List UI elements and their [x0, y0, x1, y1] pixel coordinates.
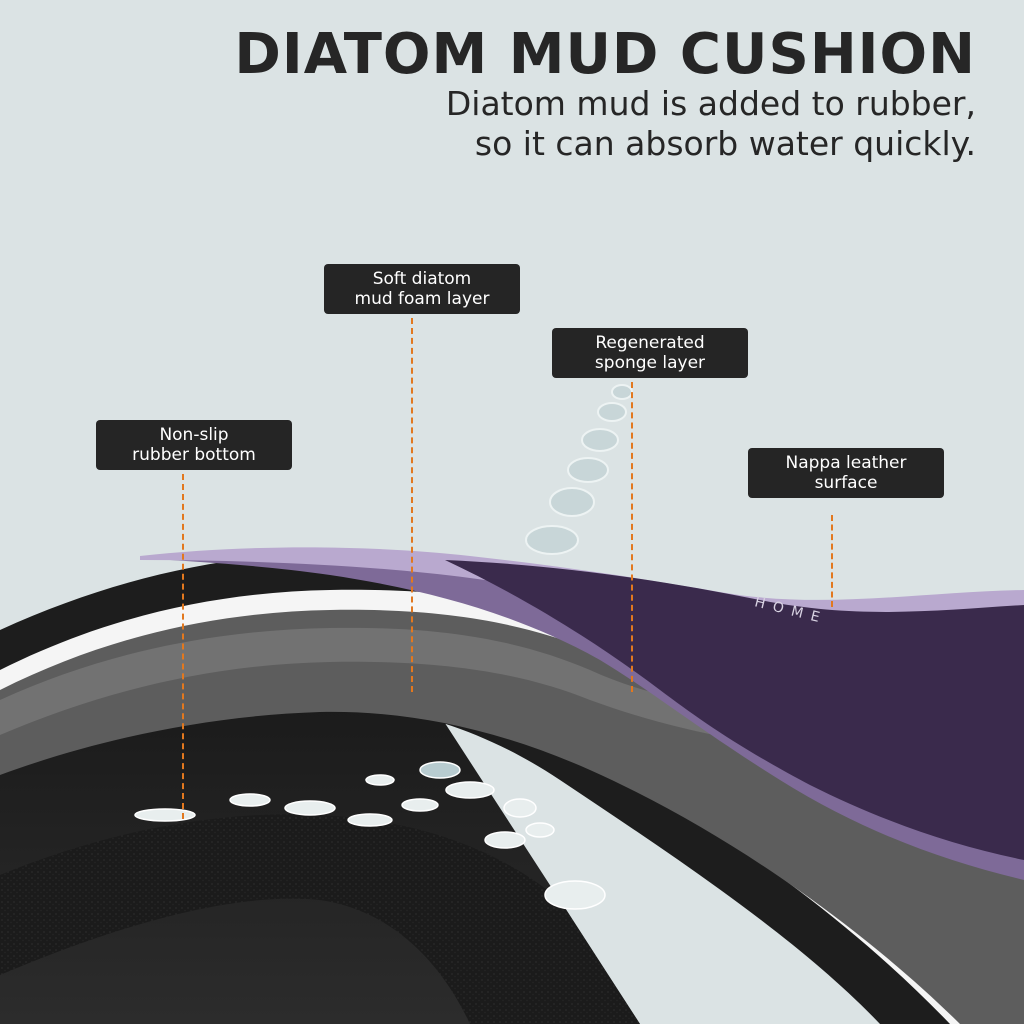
label-line: Nappa leather: [785, 453, 907, 473]
label-line: Regenerated: [595, 333, 705, 353]
label-line: rubber bottom: [132, 445, 256, 465]
label-nappa-leather-surface: Nappa leather surface: [748, 448, 944, 498]
subheadline-line-1: Diatom mud is added to rubber,: [445, 84, 976, 123]
nappa-leather-surface-layer: [445, 560, 1024, 860]
label-line: surface: [814, 473, 878, 493]
label-line: sponge layer: [594, 353, 706, 373]
label-regenerated-sponge-layer: Regenerated sponge layer: [552, 328, 748, 378]
water-droplets-bottom: [134, 761, 606, 910]
leader-line-soft-diatom: [411, 318, 413, 692]
headline: DIATOM MUD CUSHION: [234, 22, 976, 87]
leader-line-regenerated-sponge: [631, 382, 633, 692]
label-soft-diatom-mud-foam-layer: Soft diatom mud foam layer: [324, 264, 520, 314]
label-line: mud foam layer: [354, 289, 490, 309]
leader-line-nappa-leather: [831, 515, 833, 607]
label-line: Non-slip: [159, 425, 229, 445]
water-droplets-rising: [525, 384, 633, 555]
rubber-bottom-layer: [0, 814, 640, 1024]
subheadline: Diatom mud is added to rubber, so it can…: [446, 84, 976, 164]
leader-line-non-slip-rubber: [182, 474, 184, 819]
label-non-slip-rubber-bottom: Non-slip rubber bottom: [96, 420, 292, 470]
subheadline-line-2: so it can absorb water quickly.: [474, 124, 976, 163]
label-line: Soft diatom: [372, 269, 472, 289]
